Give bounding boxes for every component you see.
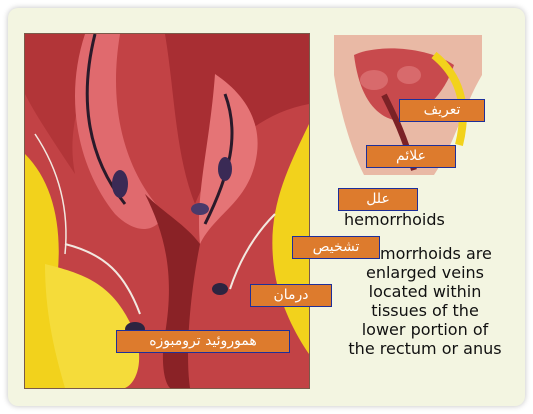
causes-button[interactable]: علل bbox=[338, 188, 418, 211]
treatment-button[interactable]: درمان bbox=[250, 284, 332, 307]
definition-button[interactable]: تعریف bbox=[399, 99, 485, 122]
caption-definition: Hemorrhoids are enlarged veins located w… bbox=[330, 244, 520, 358]
caption-term: hemorrhoids bbox=[344, 210, 445, 229]
thrombosed-hemorrhoid-button[interactable]: هموروئید ترومبوزه bbox=[116, 330, 290, 353]
diagnosis-button[interactable]: تشخیص bbox=[292, 236, 380, 259]
symptoms-button[interactable]: علائم bbox=[366, 145, 456, 168]
